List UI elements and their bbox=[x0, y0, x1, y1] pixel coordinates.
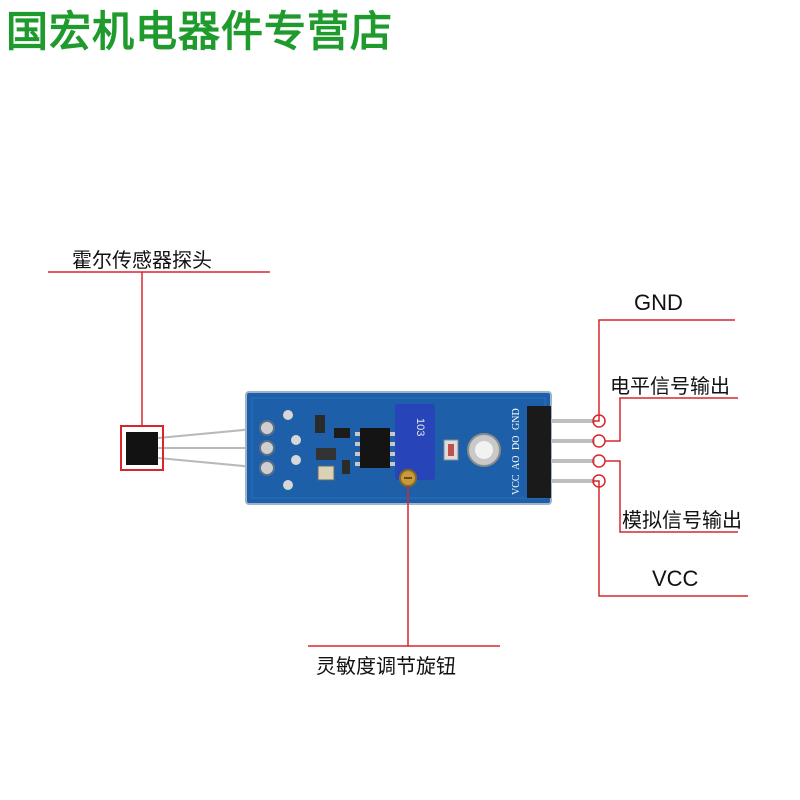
label-gnd: GND bbox=[634, 290, 683, 315]
silkscreen-ao: AO bbox=[511, 456, 522, 470]
callout-lines bbox=[48, 271, 748, 647]
silkscreen-do: DO bbox=[511, 436, 522, 450]
silkscreen-gnd: GND bbox=[511, 408, 522, 430]
pin-header bbox=[527, 406, 595, 498]
silkscreen-vcc: VCC bbox=[511, 474, 522, 495]
label-analog-out: 模拟信号输出 bbox=[622, 508, 742, 532]
hall-sensor-probe bbox=[126, 427, 266, 469]
label-sensitivity-knob: 灵敏度调节旋钮 bbox=[316, 654, 456, 678]
pot-marking: 103 bbox=[414, 418, 426, 436]
pcb-board bbox=[245, 391, 552, 505]
label-digital-out: 电平信号输出 bbox=[610, 374, 730, 398]
shop-title: 国宏机电器件专营店 bbox=[6, 7, 394, 56]
label-hall-probe: 霍尔传感器探头 bbox=[72, 248, 212, 272]
label-vcc: VCC bbox=[652, 566, 699, 591]
